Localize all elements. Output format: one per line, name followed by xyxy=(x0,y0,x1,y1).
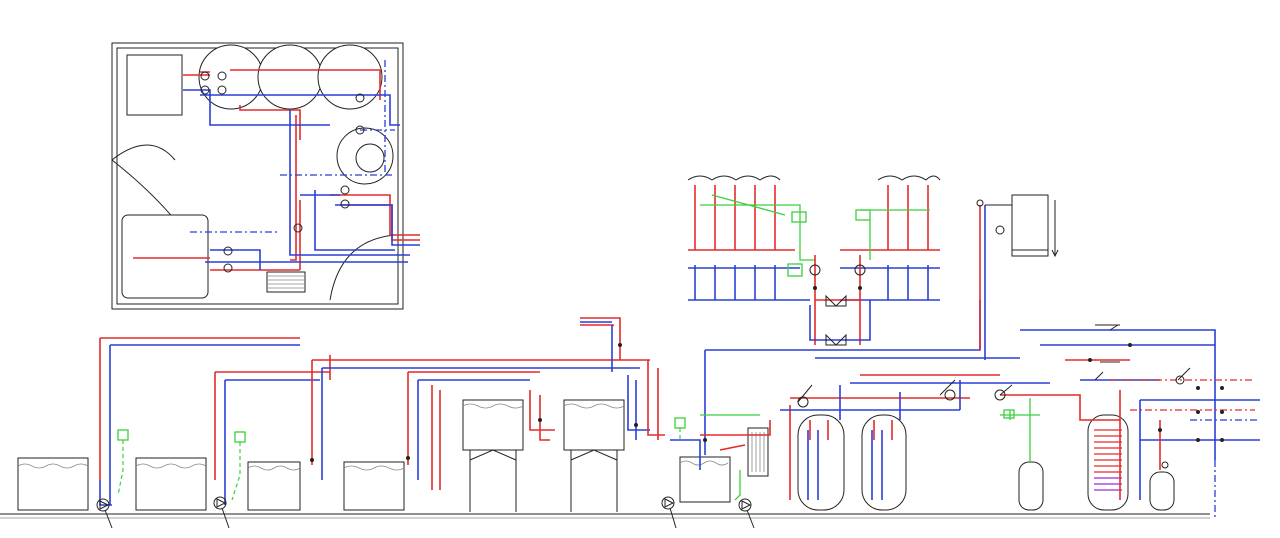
manifold-riser xyxy=(814,255,861,345)
open-tank-2 xyxy=(135,457,207,511)
round-vessel-inner xyxy=(355,143,385,173)
round-vessel xyxy=(336,127,394,185)
center-equipment xyxy=(670,205,986,503)
rectangular-tank-bottom xyxy=(121,214,209,299)
header-tank-group xyxy=(976,194,1059,258)
tank-row-left xyxy=(17,399,625,512)
open-tank-4 xyxy=(343,461,405,511)
storage-cylinders xyxy=(780,329,1260,520)
coil-cylinder xyxy=(1087,414,1129,511)
door-swing-top xyxy=(111,144,176,161)
door-swing-bottom xyxy=(111,159,176,221)
open-tank-1 xyxy=(17,457,89,511)
expansion-vessel-2 xyxy=(1149,471,1175,511)
pumps-bottom xyxy=(96,496,755,529)
cylindrical-tank-3 xyxy=(317,44,383,110)
open-tank-3 xyxy=(247,461,301,511)
raised-tank-1 xyxy=(462,399,524,451)
valve-markers xyxy=(310,286,1224,462)
door-swing-right xyxy=(329,234,396,301)
plate-heat-exchanger xyxy=(747,427,769,477)
sump-tank xyxy=(679,456,731,503)
right-equipment xyxy=(797,324,1260,511)
header-tank xyxy=(1011,194,1049,251)
storage-cylinder-1 xyxy=(797,414,845,511)
plan-inner-wall xyxy=(116,47,399,305)
pipe-network-left xyxy=(99,317,686,506)
storage-cylinder-2 xyxy=(861,414,907,511)
heat-exchanger-block xyxy=(266,271,306,293)
manifold-right xyxy=(840,175,941,301)
rectangular-tank-top xyxy=(126,54,183,116)
plan-outer-wall xyxy=(111,42,404,310)
cylindrical-tank-2 xyxy=(257,44,323,110)
expansion-vessel-1 xyxy=(1018,461,1044,511)
manifold-left xyxy=(687,175,815,301)
plan-view xyxy=(111,42,420,310)
raised-tank-2 xyxy=(563,399,625,451)
